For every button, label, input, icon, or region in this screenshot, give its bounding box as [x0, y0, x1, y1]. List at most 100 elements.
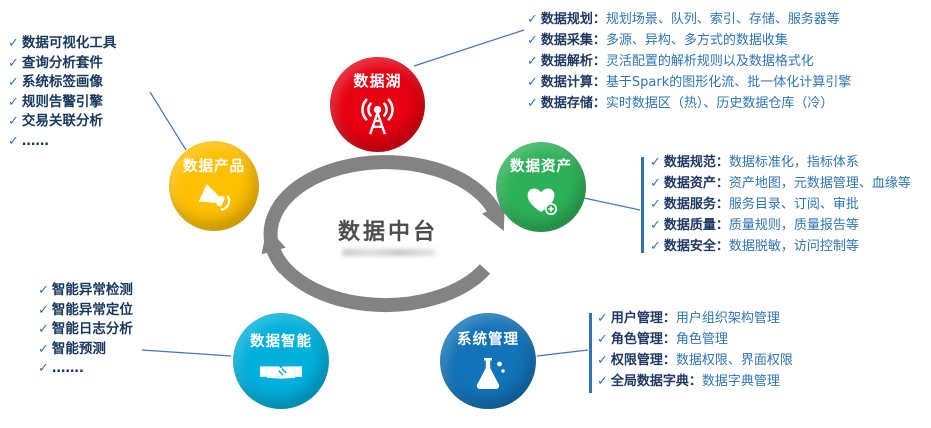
- broadcast-tower-icon: [361, 98, 394, 135]
- cycle-arrow-bottom: [261, 226, 491, 312]
- check-icon: ✓: [8, 114, 19, 129]
- feature-desc: 资产地图，元数据管理、血缘等: [728, 176, 911, 191]
- feature-desc: 灵活配置的解析规则以及数据格式化: [605, 54, 814, 69]
- feature-item: ✓数据质量：质量规则，质量报告等: [650, 218, 911, 233]
- node-label: 数据产品: [183, 158, 245, 175]
- feature-item: ✓智能日志分析: [38, 321, 133, 338]
- node-label: 数据资产: [510, 158, 572, 175]
- feature-title: 数据安全：: [663, 239, 729, 254]
- node-data-product: 数据产品: [169, 141, 259, 231]
- check-icon: ✓: [38, 283, 49, 298]
- check-icon: ✓: [650, 218, 661, 233]
- connector-line-intelligence: [141, 349, 232, 357]
- flask-icon: [476, 357, 505, 389]
- connector-line-asset: [583, 197, 641, 211]
- check-icon: ✓: [527, 54, 538, 69]
- handshake-icon: [260, 365, 302, 379]
- feature-item: ✓数据资产：资产地图，元数据管理、血缘等: [650, 176, 911, 191]
- feature-title: 用户管理：: [610, 311, 676, 326]
- feature-desc: 规划场景、队列、索引、存储、服务器等: [605, 12, 840, 27]
- check-icon: ✓: [650, 197, 661, 212]
- list-accent-bar-asset: [641, 157, 644, 253]
- feature-label: 系统标签画像: [21, 74, 103, 90]
- feature-desc: 数据标准化，指标体系: [728, 155, 859, 170]
- feature-item: ✓权限管理：数据权限、界面权限: [597, 353, 793, 368]
- feature-item: ✓全局数据字典：数据字典管理: [597, 374, 793, 389]
- feature-label: 交易关联分析: [21, 113, 103, 129]
- node-label: 系统管理: [457, 331, 519, 348]
- feature-item: ✓数据存储：实时数据区（热）、历史数据仓库（冷）: [527, 96, 851, 111]
- check-icon: ✓: [8, 133, 19, 149]
- feature-item: ✓交易关联分析: [8, 113, 116, 130]
- feature-title: 数据质量：: [663, 218, 729, 233]
- feature-item: ✓数据服务：服务目录、订阅、审批: [650, 197, 911, 212]
- check-icon: ✓: [8, 75, 19, 90]
- feature-title: 数据计算：: [540, 75, 606, 90]
- feature-title: 角色管理：: [610, 332, 676, 347]
- feature-desc: 角色管理: [675, 332, 728, 347]
- feature-item: ✓数据可视化工具: [8, 35, 117, 52]
- feature-item: ✓智能异常定位: [38, 301, 133, 318]
- list-accent-bar-system: [589, 313, 592, 393]
- feature-title: 数据采集：: [540, 33, 606, 48]
- connector-line-product: [149, 91, 187, 151]
- watermark-blur: [342, 249, 436, 256]
- connector-line-system: [536, 349, 589, 357]
- check-icon: ✓: [650, 239, 661, 254]
- feature-item: ✓数据规范：数据标准化，指标体系: [650, 155, 911, 170]
- feature-desc: 数据脱敏，访问控制等: [728, 239, 859, 254]
- system-management-feature-list: ✓用户管理：用户组织架构管理 ✓角色管理：角色管理 ✓权限管理：数据权限、界面权…: [597, 311, 793, 395]
- node-data-asset: 数据资产: [496, 142, 586, 232]
- feature-label: 智能异常定位: [51, 301, 133, 318]
- feature-label: 智能异常检测: [51, 282, 133, 298]
- check-icon: ✓: [527, 75, 538, 90]
- feature-title: 数据资产：: [663, 176, 729, 191]
- check-icon: ✓: [597, 353, 608, 368]
- feature-item: ✓智能预测: [38, 340, 133, 357]
- feature-desc: 实时数据区（热）、历史数据仓库（冷）: [605, 96, 834, 111]
- feature-item: ✓…….: [38, 360, 133, 377]
- node-label: 数据湖: [353, 71, 402, 90]
- feature-desc: 多源、异构、多方式的数据收集: [605, 33, 788, 48]
- node-system-management: 系统管理: [440, 313, 536, 409]
- check-icon: ✓: [38, 361, 49, 376]
- feature-item: ✓系统标签画像: [8, 74, 116, 91]
- node-data-lake: 数据湖: [330, 57, 425, 152]
- check-icon: ✓: [597, 374, 608, 389]
- node-data-intelligence: 数据智能: [233, 313, 329, 409]
- feature-title: 数据规划：: [540, 12, 606, 27]
- feature-desc: 服务目录、订阅、审批: [728, 197, 859, 212]
- check-icon: ✓: [650, 155, 661, 170]
- feature-label: 智能预测: [51, 340, 106, 357]
- check-icon: ✓: [597, 332, 608, 347]
- check-icon: ✓: [527, 12, 538, 27]
- feature-desc: 数据权限、界面权限: [675, 353, 793, 368]
- feature-label: 智能日志分析: [51, 321, 133, 337]
- feature-label: 数据可视化工具: [21, 35, 117, 51]
- check-icon: ✓: [527, 96, 538, 111]
- check-icon: ✓: [38, 322, 49, 337]
- node-label: 数据智能: [250, 333, 312, 350]
- check-icon: ✓: [8, 94, 19, 110]
- feature-label: …….: [51, 360, 85, 376]
- check-icon: ✓: [8, 36, 19, 51]
- feature-item: ✓用户管理：用户组织架构管理: [597, 311, 793, 326]
- data-intelligence-feature-list: ✓智能异常检测 ✓智能异常定位 ✓智能日志分析 ✓智能预测 ✓…….: [38, 283, 133, 381]
- feature-title: 数据服务：: [663, 197, 729, 212]
- data-asset-feature-list: ✓数据规范：数据标准化，指标体系 ✓数据资产：资产地图，元数据管理、血缘等 ✓数…: [650, 155, 911, 260]
- feature-item: ✓数据解析：灵活配置的解析规则以及数据格式化: [527, 54, 851, 69]
- check-icon: ✓: [527, 33, 538, 48]
- data-product-feature-list: ✓数据可视化工具 ✓查询分析套件 ✓系统标签画像 ✓规则告警引擎 ✓交易关联分析…: [8, 36, 116, 153]
- heart-plus-icon: [527, 187, 557, 215]
- data-lake-feature-list: ✓数据规划：规划场景、队列、索引、存储、服务器等 ✓数据采集：多源、异构、多方式…: [527, 12, 851, 117]
- feature-label: 规则告警引擎: [21, 93, 103, 110]
- check-icon: ✓: [650, 176, 661, 191]
- feature-title: 全局数据字典：: [610, 374, 702, 389]
- feature-desc: 用户组织架构管理: [675, 311, 780, 326]
- feature-desc: 数据字典管理: [701, 374, 780, 389]
- check-icon: ✓: [597, 311, 608, 326]
- center-title: 数据中台: [337, 220, 438, 245]
- check-icon: ✓: [38, 302, 49, 318]
